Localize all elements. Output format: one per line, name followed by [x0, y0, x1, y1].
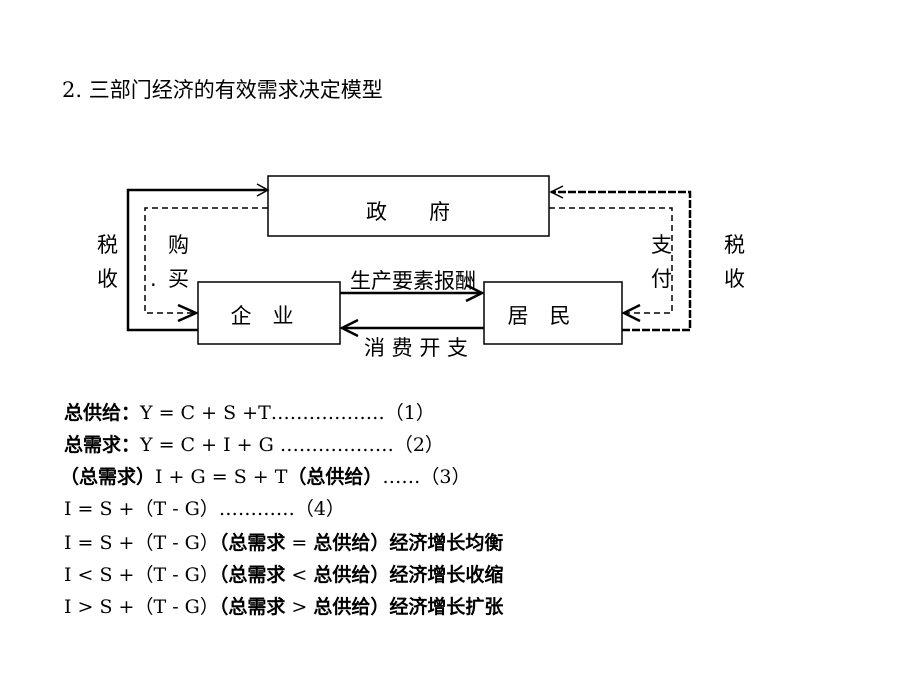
equation-part: I + G = S + T [155, 466, 288, 488]
equation-investment: I = S +（T - G）…………（4） [64, 494, 345, 521]
tax-flow-right [551, 190, 692, 332]
purchase-label-2: 买 [168, 267, 189, 291]
equation-part: （总需求 [218, 596, 286, 618]
equation-aggregate-supply: 总供给：Y = C + S +T………………（1） [64, 398, 435, 425]
equation-text: Y = C + S +T………………（1） [140, 402, 435, 424]
tax-flow-left [126, 188, 268, 332]
pay-label-1: 支 [651, 233, 672, 257]
section-title: 2. 三部门经济的有效需求决定模型 [62, 78, 383, 102]
equation-part: （总需求 [218, 532, 286, 554]
equation-part: < [285, 564, 314, 586]
purchase-flow-arrow [177, 303, 200, 323]
factor-income-arrowhead [465, 283, 485, 303]
consumption-label: 消 费 开 支 [364, 336, 468, 360]
pay-label-2: 付 [651, 267, 672, 291]
equation-part: ……（3） [382, 466, 471, 488]
purchase-dot: . [150, 267, 157, 291]
equation-part: （总需求 [218, 564, 286, 586]
tax-left-label-2: 收 [97, 267, 118, 291]
consumption-arrowhead [339, 318, 359, 338]
equation-equilibrium: （总需求）I + G = S + T（总供给）……（3） [60, 462, 471, 489]
payment-flow [549, 207, 673, 314]
equation-text: Y = C + I + G ………………（2） [140, 434, 444, 456]
equation-part: > [285, 596, 314, 618]
equation-contraction: I < S +（T - G）（总需求 < 总供给）经济增长收缩 [64, 560, 503, 587]
equation-part: 总供给）经济增长扩张 [313, 596, 504, 618]
tax-flow-left-arrow [256, 183, 270, 197]
equation-label: 总供给： [64, 402, 141, 424]
residents-label: 居 民 [508, 304, 571, 328]
purchase-label-1: 购 [168, 233, 189, 257]
equation-part: I = S +（T - G）…………（4） [64, 498, 345, 520]
equation-aggregate-demand: 总需求：Y = C + I + G ………………（2） [64, 430, 444, 457]
equation-part: 总供给）经济增长收缩 [313, 564, 504, 586]
equation-part: （总需求） [60, 466, 156, 488]
equation-part: 总供给）经济增长均衡 [313, 532, 504, 554]
tax-right-label-2: 收 [724, 267, 745, 291]
government-box [267, 175, 550, 237]
tax-left-label-1: 税 [97, 233, 118, 257]
equation-balanced-growth: I = S +（T - G）（总需求 = 总供给）经济增长均衡 [64, 528, 503, 555]
equation-label: 总需求： [64, 434, 141, 456]
government-label: 政 府 [366, 200, 450, 224]
equation-part: I = S +（T - G） [64, 532, 219, 554]
enterprise-label: 企 业 [231, 304, 294, 328]
tax-flow-right-arrow [549, 185, 564, 199]
equation-expansion: I > S +（T - G）（总需求 > 总供给）经济增长扩张 [64, 592, 503, 619]
equation-part: I > S +（T - G） [64, 596, 219, 618]
equation-part: I < S +（T - G） [64, 564, 219, 586]
purchase-flow [144, 207, 268, 314]
tax-right-label-1: 税 [724, 233, 745, 257]
payment-flow-arrow [621, 303, 641, 323]
equation-part: （总供给） [287, 466, 383, 488]
equation-part: = [285, 532, 314, 554]
factor-income-label: 生产要素报酬 [350, 269, 476, 293]
